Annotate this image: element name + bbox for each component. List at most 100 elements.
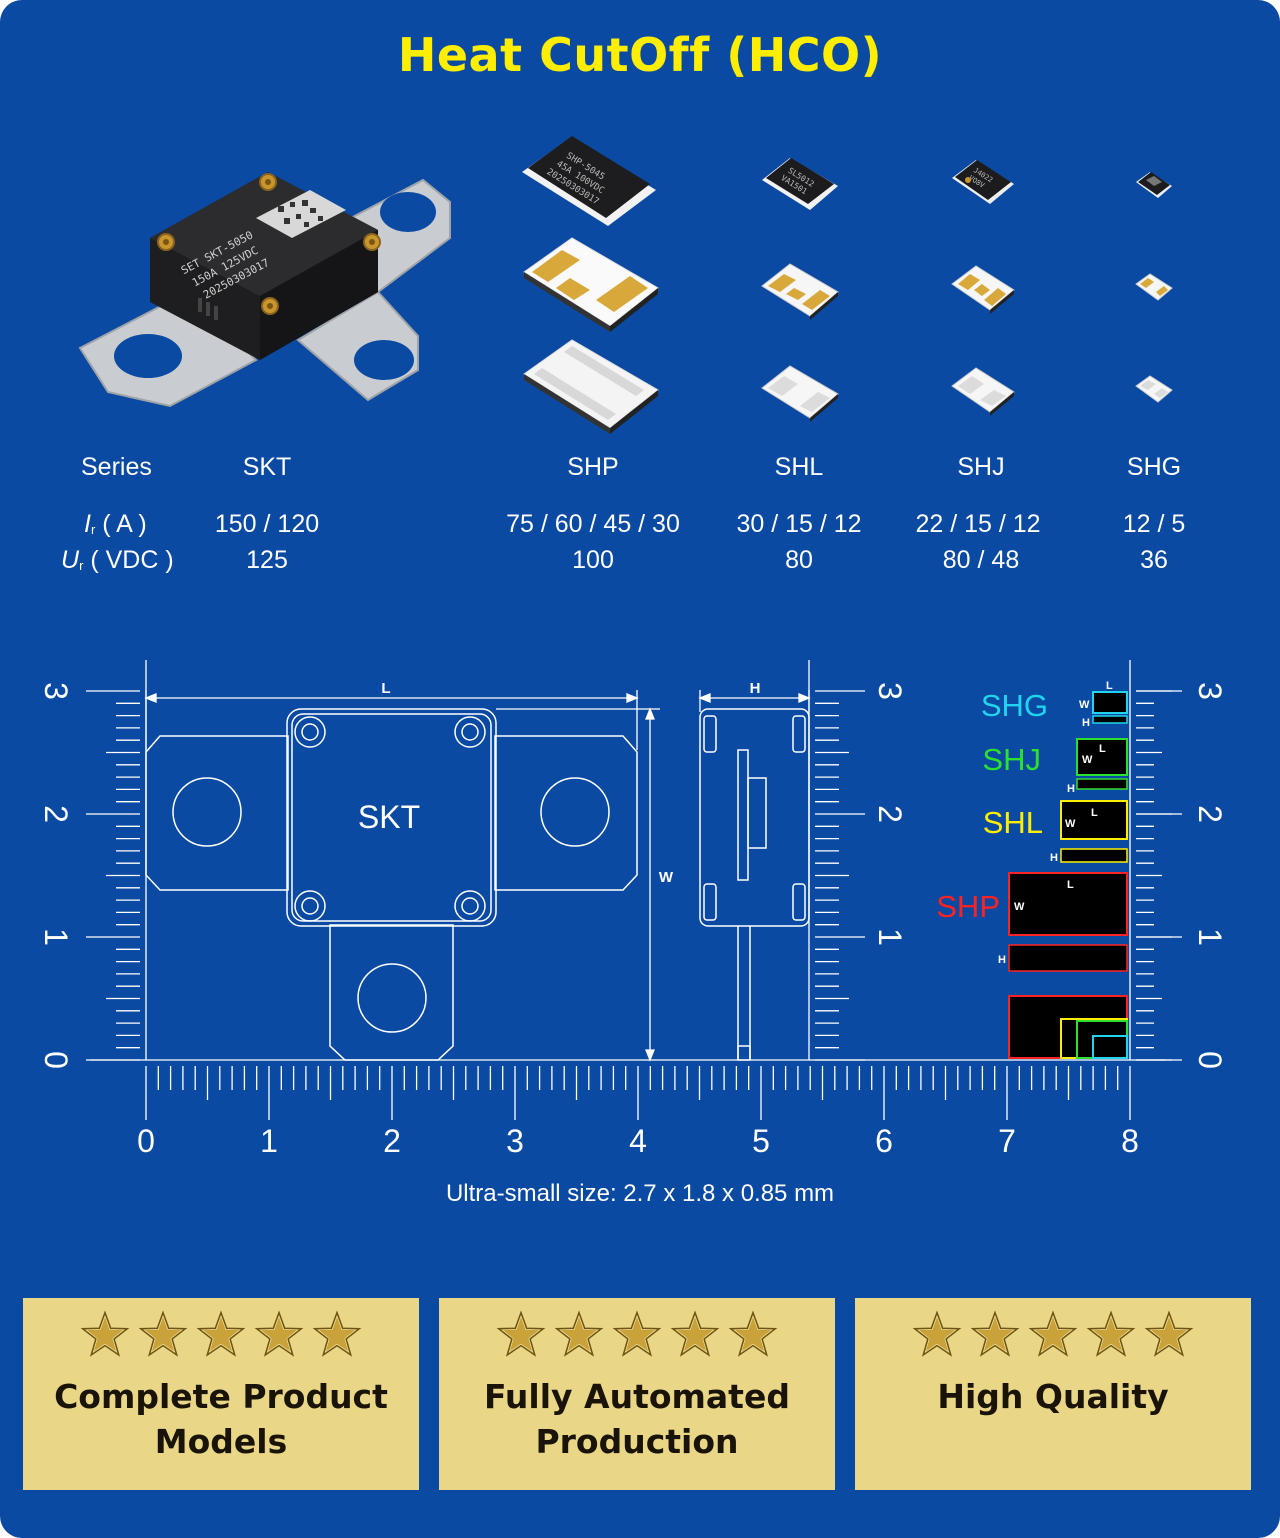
x-tick-1: 1 [260, 1123, 278, 1159]
series-legend: SHG SHJ SHL SHP [936, 688, 1048, 924]
y-right-tick-0: 0 [1192, 1051, 1228, 1069]
shp-height-label: H [998, 954, 1006, 966]
y-left-tick-1: 1 [38, 928, 74, 946]
shj-footprint [1076, 738, 1128, 790]
y-mid-tick-1: 1 [872, 928, 908, 946]
height-dimension [698, 690, 811, 712]
shj-pads-image [951, 265, 1015, 314]
shg-top-image [1136, 172, 1172, 198]
shp-length-label: L [1067, 879, 1074, 891]
current-unit: ( A ) [102, 510, 147, 538]
shj-length-label: L [1099, 743, 1106, 755]
current-value-skt: 150 / 120 [214, 510, 320, 538]
x-tick-7: 7 [998, 1123, 1016, 1159]
series-name-shj: SHJ [957, 453, 1005, 481]
star-icon [612, 1310, 662, 1357]
feature-label: Complete Product Models [54, 1377, 388, 1461]
legend-shg: SHG [981, 688, 1048, 723]
feature-card-automated-production: Fully Automated Production [439, 1298, 835, 1490]
shp-footprint [1008, 872, 1128, 972]
shp-top-image: SHP-5045 45A 100VDC 20250303017 [522, 136, 656, 226]
star-icon [670, 1310, 720, 1357]
x-tick-8: 8 [1121, 1123, 1139, 1159]
shg-height-label: H [1082, 717, 1090, 729]
series-name-shl: SHL [774, 453, 824, 481]
shj-bottom-image [951, 367, 1015, 416]
shj-width-label: W [1082, 754, 1093, 766]
shp-bottom-image [523, 339, 659, 434]
shp-pads-image [523, 237, 659, 332]
shl-bottom-image [761, 365, 839, 422]
y-right-tick-3: 3 [1192, 682, 1228, 700]
star-icon [312, 1310, 362, 1357]
x-tick-0: 0 [137, 1123, 155, 1159]
page-title: Heat CutOff (HCO) [397, 28, 883, 82]
star-icon [80, 1310, 130, 1357]
y-right-tick-2: 2 [1192, 805, 1228, 823]
star-rating [855, 1310, 1251, 1360]
voltage-value-shg: 36 [1140, 546, 1168, 574]
length-dimension [144, 690, 639, 750]
skt-top-view [145, 708, 638, 1061]
star-rating [439, 1310, 835, 1360]
legend-shj: SHJ [982, 742, 1041, 777]
height-dimension-label: H [750, 680, 761, 697]
footprint-dimension-labels: L W H L W H L W H L W H [998, 680, 1113, 966]
shj-top-image: J4022 VO8V [952, 160, 1014, 204]
shg-width-label: W [1079, 699, 1090, 711]
x-tick-2: 2 [383, 1123, 401, 1159]
star-icon [1028, 1310, 1078, 1357]
star-icon [554, 1310, 604, 1357]
shl-length-label: L [1091, 807, 1098, 819]
shl-width-label: W [1065, 818, 1076, 830]
width-dimension [496, 707, 660, 1062]
x-axis-labels: 0 1 2 3 4 5 6 7 8 [137, 1123, 1139, 1159]
skt-drawing-label: SKT [358, 799, 420, 835]
skt-side-view [699, 708, 810, 1061]
shj-height-label: H [1067, 783, 1075, 795]
star-icon [970, 1310, 1020, 1357]
width-dimension-label: W [659, 869, 674, 886]
shl-pads-image [761, 263, 839, 320]
x-tick-3: 3 [506, 1123, 524, 1159]
feature-card-high-quality: High Quality [855, 1298, 1251, 1490]
voltage-value-shj: 80 / 48 [942, 546, 1020, 574]
series-name-shp: SHP [567, 453, 619, 481]
y-left-tick-2: 2 [38, 805, 74, 823]
feature-label: High Quality [937, 1377, 1169, 1416]
shg-bottom-image [1135, 375, 1173, 403]
star-rating [23, 1310, 419, 1360]
voltage-param-label: Ur ( VDC ) [61, 546, 174, 575]
skt-product-image: SET SKT-5050 150A 125VDC 20250303017 [78, 172, 451, 408]
y-axis-labels-right: 0 1 2 3 [1192, 682, 1228, 1069]
current-value-shj: 22 / 15 / 12 [915, 510, 1041, 538]
y-mid-tick-3: 3 [872, 682, 908, 700]
star-icon [1144, 1310, 1194, 1357]
series-name-shg: SHG [1126, 453, 1182, 481]
series-name-skt: SKT [242, 453, 292, 481]
shl-height-label: H [1050, 852, 1058, 864]
current-symbol: I [84, 510, 91, 538]
voltage-value-skt: 125 [246, 546, 288, 574]
current-param-label: Ir ( A ) [84, 510, 147, 539]
star-icon [496, 1310, 546, 1357]
y-axis-labels-middle: 1 2 3 [872, 682, 908, 946]
y-right-tick-1: 1 [1192, 928, 1228, 946]
shg-footprint [1092, 691, 1128, 724]
star-icon [196, 1310, 246, 1357]
ruler-lines [86, 660, 1182, 1120]
shl-footprint [1060, 800, 1128, 863]
voltage-symbol: U [61, 546, 80, 574]
star-icon [912, 1310, 962, 1357]
footprint-overlay [1008, 995, 1128, 1059]
star-icon [254, 1310, 304, 1357]
size-caption: Ultra-small size: 2.7 x 1.8 x 0.85 mm [445, 1180, 835, 1207]
current-value-shg: 12 / 5 [1122, 510, 1186, 538]
star-icon [728, 1310, 778, 1357]
voltage-value-shp: 100 [572, 546, 614, 574]
feature-card-complete-models: Complete Product Models [23, 1298, 419, 1490]
x-tick-4: 4 [629, 1123, 647, 1159]
feature-label: Fully Automated Production [484, 1377, 790, 1461]
current-value-shl: 30 / 15 / 12 [736, 510, 862, 538]
